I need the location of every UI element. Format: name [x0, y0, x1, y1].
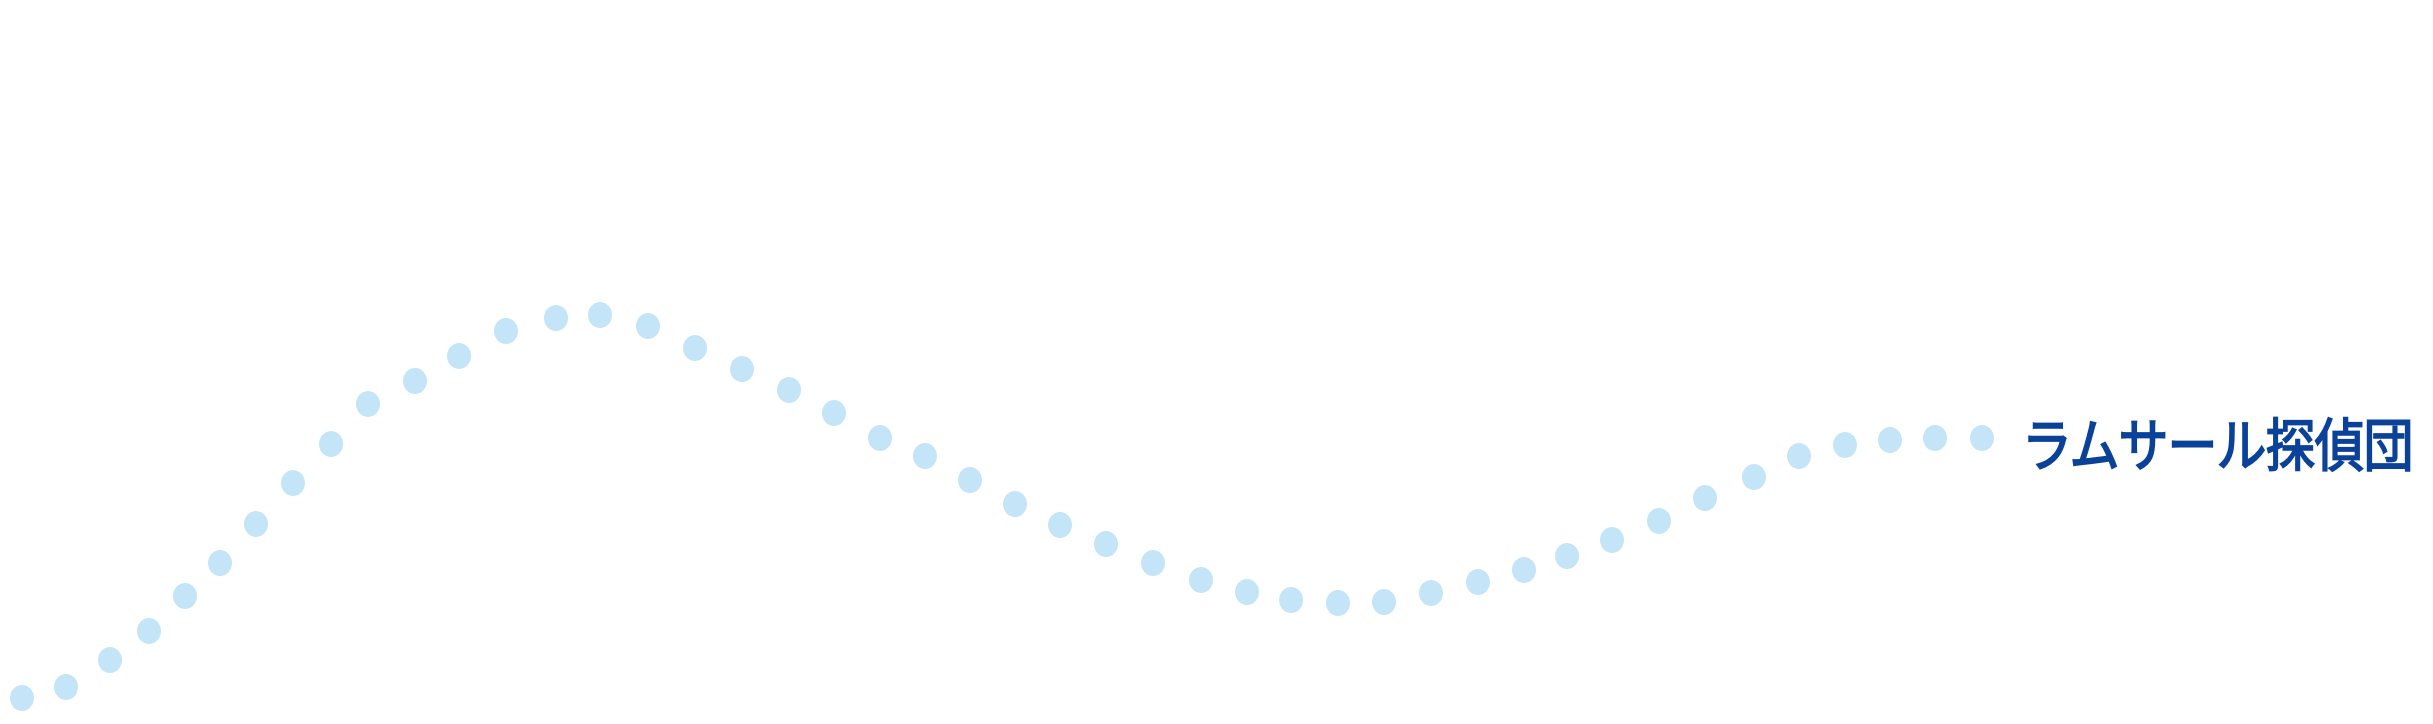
curve-dot — [777, 377, 801, 403]
curve-dot — [1600, 527, 1624, 553]
curve-dot — [173, 583, 197, 609]
curve-dot — [868, 425, 892, 451]
curve-dot — [403, 368, 427, 394]
curve-dot — [1970, 425, 1994, 451]
curve-dot — [1235, 579, 1259, 605]
curve-dot — [1466, 569, 1490, 595]
curve-dot — [1279, 587, 1303, 613]
curve-dot — [1923, 425, 1947, 451]
curve-dot — [1094, 531, 1118, 557]
curve-dot — [1048, 512, 1072, 538]
curve-dot — [1693, 485, 1717, 511]
curve-dot — [54, 674, 78, 700]
curve-dot — [730, 356, 754, 382]
curve-dot — [1326, 590, 1350, 616]
curve-dot — [98, 647, 122, 673]
curve-dot — [447, 343, 471, 369]
curve-dot — [822, 400, 846, 426]
curve-dot — [1742, 464, 1766, 490]
curve-dot — [913, 443, 937, 469]
curve-dot — [1878, 427, 1902, 453]
curve-dot — [544, 305, 568, 331]
curve-dot — [1189, 567, 1213, 593]
curve-dot — [494, 318, 518, 344]
curve-dot — [244, 511, 268, 537]
curve-dot — [356, 391, 380, 417]
curve-dot — [588, 302, 612, 328]
curve-dot — [208, 550, 232, 576]
curve-dot — [1141, 550, 1165, 576]
curve-dot — [958, 467, 982, 493]
curve-dot — [1372, 589, 1396, 615]
curve-dot — [1512, 557, 1536, 583]
curve-dot — [636, 313, 660, 339]
curve-dot — [1647, 508, 1671, 534]
curve-dot — [683, 335, 707, 361]
logo-ramsar-detectives: ラムサール探偵団 — [2022, 405, 2433, 479]
curve-dot — [281, 470, 305, 496]
logo-text: ラムサール探偵団 — [2022, 413, 2413, 479]
curve-dot — [1419, 580, 1443, 606]
curve-dot — [1003, 491, 1027, 517]
curve-dot — [319, 431, 343, 457]
curve-dot — [1787, 443, 1811, 469]
curve-dot — [10, 685, 34, 711]
curve-dot — [137, 618, 161, 644]
curve-dot — [1555, 543, 1579, 569]
curve-dot — [1833, 432, 1857, 458]
